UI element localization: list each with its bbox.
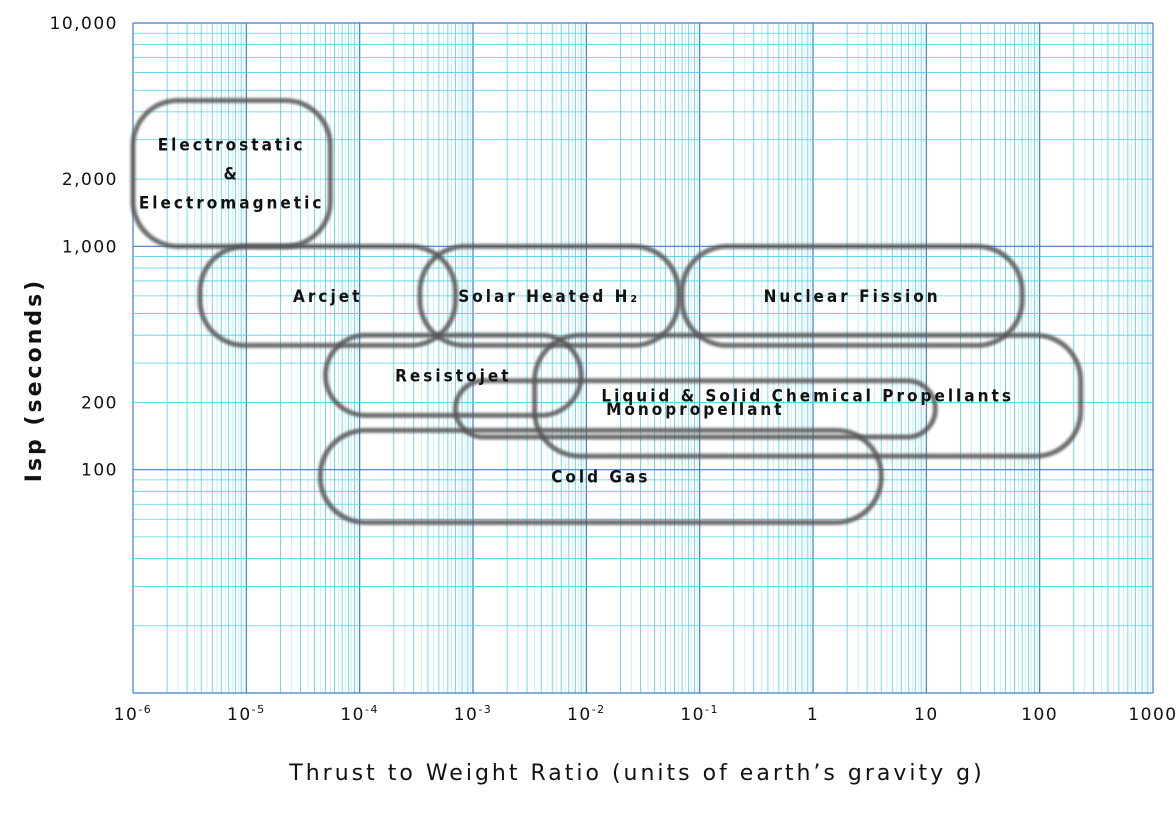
plot-area: [133, 23, 1153, 693]
region-3: [679, 243, 1025, 348]
region-label: Monopropellant: [606, 400, 784, 420]
x-axis-label: Thrust to Weight Ratio (units of earth’s…: [288, 761, 984, 786]
region-label: Liquid & Solid Chemical Propellants: [601, 387, 1014, 407]
y-axis-label: Isp (seconds): [22, 278, 47, 482]
x-tick-label: 10: [914, 705, 939, 725]
y-tick-label: 200: [81, 393, 118, 413]
x-tick-label: 10-5: [227, 703, 266, 725]
y-tick-labels: 10,000 2,000 1,000 200 100: [50, 14, 118, 481]
y-tick-label: 10,000: [50, 14, 118, 34]
region-1: [197, 243, 458, 348]
x-tick-label: 1000: [1128, 705, 1176, 725]
y-tick-label: 1,000: [62, 237, 118, 257]
regions: [130, 97, 1084, 526]
x-tick-label: 10-3: [454, 703, 493, 725]
region-7: [317, 427, 884, 526]
grid: [132, 22, 1154, 694]
region-label: Resistojet: [395, 366, 511, 386]
x-tick-labels: 10-6 10-5 10-4 10-3 10-2 10-1 1 10 100 1000: [114, 703, 1176, 725]
region-label: &: [223, 164, 239, 184]
region-5: [532, 332, 1084, 459]
x-tick-label: 1: [807, 705, 819, 725]
region-label: Cold Gas: [551, 467, 650, 487]
region-6: [452, 378, 938, 440]
x-tick-label: 100: [1021, 705, 1058, 725]
region-label: Nuclear Fission: [764, 287, 941, 307]
x-tick-label: 10-4: [340, 703, 379, 725]
x-tick-label: 10-1: [680, 703, 719, 725]
y-tick-label: 2,000: [62, 170, 118, 190]
x-tick-label: 10-6: [114, 703, 153, 725]
y-tick-label: 100: [81, 461, 118, 481]
region-label: Arcjet: [293, 287, 362, 307]
region-label: Electromagnetic: [139, 193, 325, 213]
region-label: Electrostatic: [158, 135, 306, 155]
x-tick-label: 10-2: [567, 703, 606, 725]
region-4: [323, 332, 584, 418]
region-label: Solar Heated H₂: [458, 287, 640, 307]
